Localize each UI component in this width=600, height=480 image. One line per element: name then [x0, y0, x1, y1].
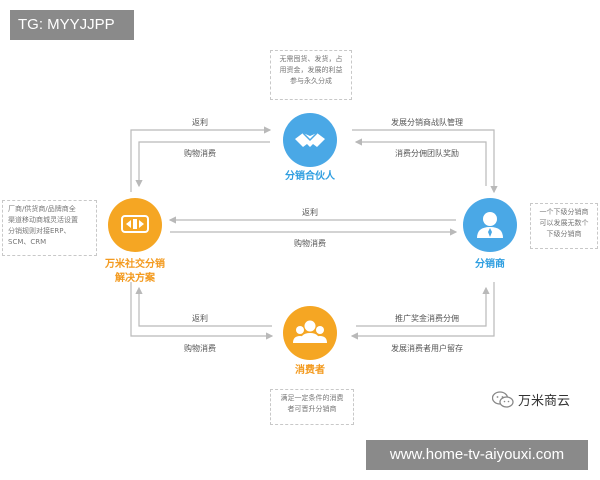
line-consumer-to-distributor — [356, 286, 490, 327]
flow-label-bottom-right-bonus: 推广奖金消费分佣 — [395, 314, 459, 323]
flow-label-top-left-rebate: 返利 — [192, 118, 208, 127]
partner-label: 分销合伙人 — [285, 171, 335, 182]
consumer-node — [283, 306, 337, 364]
flow-label-top-right-develop: 发展分销商战队管理 — [391, 118, 463, 127]
flow-label-top-left-shopping: 购物消费 — [184, 149, 216, 158]
consumer-label: 消费者 — [295, 365, 325, 376]
flow-label-top-right-commission: 消费分佣团队奖励 — [395, 149, 459, 158]
wanmi-logo-icon — [108, 198, 162, 252]
line-solution-to-partner — [130, 126, 272, 192]
partner-note: 无需囤货、发货，占 用资金，发展的利益 参与永久分成 — [270, 50, 352, 100]
line-consumer-to-solution — [135, 286, 272, 327]
group-icon — [283, 306, 337, 360]
flow-label-bottom-left-shopping: 购物消费 — [184, 344, 216, 353]
line-solution-to-consumer — [130, 282, 274, 340]
person-icon — [463, 198, 517, 252]
url-watermark: www.home-tv-aiyouxi.com — [366, 440, 588, 470]
distributor-note: 一个下级分销商 可以发展无数个 下级分销商 — [530, 203, 598, 249]
brand-name: 万米商云 — [518, 394, 571, 409]
solution-node — [108, 198, 162, 256]
brand-mark: 万米商云 — [492, 390, 570, 409]
distributor-label: 分销商 — [475, 259, 505, 270]
solution-note: 厂商/供货商/品牌商全 渠道移动商城灵活设置 分销规则对接ERP、 SCM、CR… — [2, 200, 97, 256]
solution-label: 万米社交分销 解决方案 — [105, 259, 165, 284]
tg-watermark: TG: MYYJJPP — [10, 10, 134, 40]
distributor-node — [463, 198, 517, 256]
consumer-note: 满足一定条件的消费 者可晋升分销商 — [270, 389, 354, 425]
flow-label-middle-shopping: 购物消费 — [294, 239, 326, 248]
line-partner-to-distributor — [352, 129, 498, 194]
wechat-icon — [492, 390, 514, 408]
line-distributor-to-consumer — [350, 282, 495, 340]
flow-label-bottom-left-rebate: 返利 — [192, 314, 208, 323]
partner-node — [283, 113, 337, 171]
flow-label-bottom-right-retention: 发展消费者用户留存 — [391, 344, 463, 353]
flow-label-middle-rebate: 返利 — [302, 208, 318, 217]
line-partner-to-solution — [135, 141, 270, 188]
handshake-icon — [283, 113, 337, 167]
line-distributor-to-partner — [354, 138, 487, 186]
